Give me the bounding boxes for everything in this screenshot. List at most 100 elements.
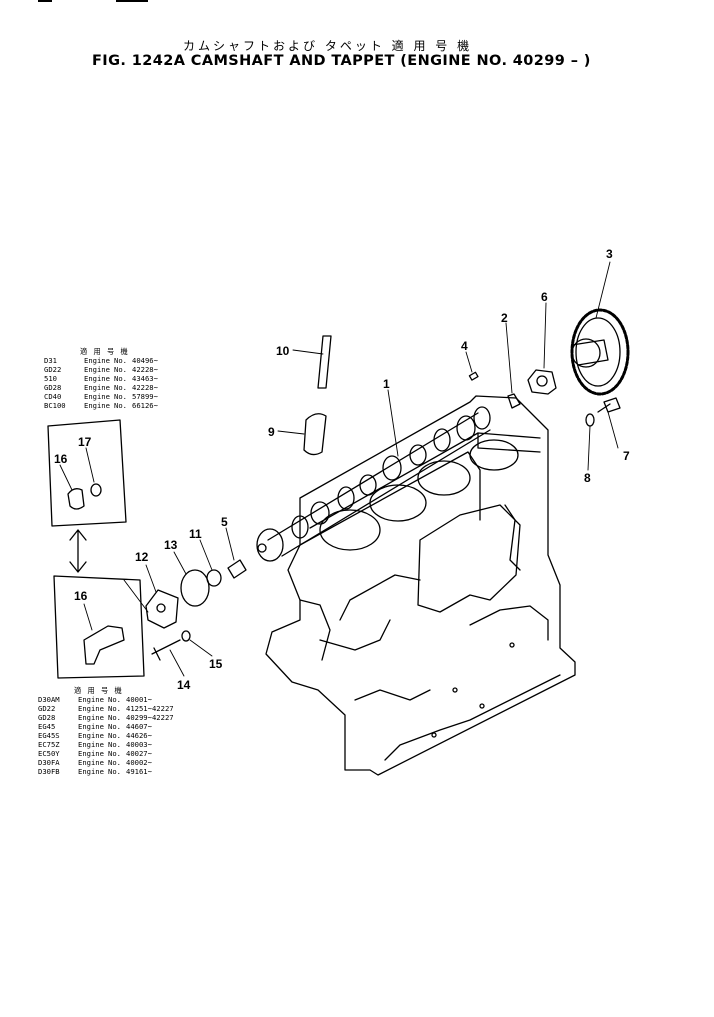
model-cell: 510: [44, 374, 57, 383]
engine-cell: Engine: [78, 740, 104, 749]
engine-cell: Engine: [78, 758, 104, 767]
callout-11: 11: [189, 527, 202, 541]
applicability-header: 適 用 号 機: [74, 686, 123, 695]
o-ring: [180, 569, 210, 607]
range-cell: 40299~42227: [126, 713, 174, 722]
callout-8: 8: [584, 471, 591, 485]
range-cell: 44607~: [126, 722, 152, 731]
callout-2: 2: [501, 311, 508, 325]
model-cell: EG45: [38, 722, 56, 731]
range-cell: 40001~: [126, 695, 152, 704]
callout-15: 15: [209, 657, 223, 671]
range-cell: 42228~: [132, 383, 158, 392]
range-cell: 57899~: [132, 392, 158, 401]
range-cell: 66126~: [132, 401, 158, 410]
applicability-header: 適 用 号 機: [80, 347, 129, 356]
range-cell: 41251~42227: [126, 704, 174, 713]
engine-block: [265, 395, 576, 776]
callout-5: 5: [221, 515, 228, 529]
model-cell: EG45S: [38, 731, 60, 740]
range-cell: 40003~: [126, 740, 152, 749]
model-cell: EC50Y: [38, 749, 60, 758]
no-cell: No.: [108, 704, 121, 713]
no-cell: No.: [108, 713, 121, 722]
callout-3: 3: [606, 247, 613, 261]
engine-cell: Engine: [84, 365, 110, 374]
engine-cell: Engine: [84, 392, 110, 401]
camshaft: [256, 406, 491, 562]
model-cell: CD40: [44, 392, 62, 401]
tappet: [303, 413, 327, 456]
corner-mark-left: [38, 0, 52, 2]
callout-12: 12: [135, 550, 149, 564]
range-cell: 49161~: [126, 767, 152, 776]
callout-7: 7: [623, 449, 630, 463]
thrust-plate: [527, 369, 557, 395]
double-arrow-icon: [69, 529, 87, 573]
range-cell: 43463~: [132, 374, 158, 383]
callout-16-lower: 16: [74, 589, 88, 603]
no-cell: No.: [108, 740, 121, 749]
engine-cell: Engine: [84, 383, 110, 392]
bolt-lower: [151, 639, 181, 661]
no-cell: No.: [108, 749, 121, 758]
callout-17: 17: [78, 435, 92, 449]
model-cell: D30FA: [38, 758, 60, 767]
engine-cell: Engine: [84, 401, 110, 410]
callouts: 1 2 3 4 5 6 7 8 9 10 11 12 13 14 15 16 1…: [54, 247, 630, 692]
applicability-row: EC75Z Engine No. 40003~: [38, 740, 174, 749]
figure-title: FIG. 1242A CAMSHAFT AND TAPPET (ENGINE N…: [92, 53, 591, 69]
engine-cell: Engine: [78, 722, 104, 731]
no-cell: No.: [114, 356, 127, 365]
model-cell: GD22: [44, 365, 62, 374]
callout-9: 9: [268, 425, 275, 439]
engine-cell: Engine: [78, 713, 104, 722]
model-cell: D31: [44, 356, 57, 365]
engine-cell: Engine: [84, 356, 110, 365]
plug: [67, 488, 85, 510]
model-cell: GD22: [38, 704, 56, 713]
no-cell: No.: [114, 383, 127, 392]
key: [468, 371, 479, 381]
washer-lower: [181, 630, 191, 642]
gasket: [90, 483, 102, 497]
model-cell: EC75Z: [38, 740, 60, 749]
inset-upper: [47, 419, 127, 527]
engine-cell: Engine: [78, 695, 104, 704]
range-cell: 40002~: [126, 758, 152, 767]
bolt-upper: [597, 397, 621, 413]
engine-cell: Engine: [78, 731, 104, 740]
push-rod: [317, 335, 332, 389]
callout-10: 10: [276, 344, 290, 358]
cover-plate: [145, 589, 179, 629]
model-cell: D30FB: [38, 767, 60, 776]
applicability-row: GD22 Engine No. 42228~: [44, 365, 158, 374]
no-cell: No.: [114, 401, 127, 410]
no-cell: No.: [114, 365, 127, 374]
inset-lower: [53, 575, 145, 679]
range-cell: 42228~: [132, 365, 158, 374]
no-cell: No.: [108, 731, 121, 740]
callout-13: 13: [164, 538, 178, 552]
engine-cell: Engine: [78, 749, 104, 758]
no-cell: No.: [108, 722, 121, 731]
model-cell: GD28: [44, 383, 62, 392]
applicability-row: D31 Engine No. 40496~: [44, 356, 158, 365]
range-cell: 40496~: [132, 356, 158, 365]
engine-cell: Engine: [78, 704, 104, 713]
callout-14: 14: [177, 678, 191, 692]
callout-1: 1: [383, 377, 390, 391]
callout-16-upper: 16: [54, 452, 68, 466]
no-cell: No.: [108, 767, 121, 776]
title-japanese: カムシャフトおよび タペット 適 用 号 機: [183, 39, 473, 53]
model-cell: GD28: [38, 713, 56, 722]
